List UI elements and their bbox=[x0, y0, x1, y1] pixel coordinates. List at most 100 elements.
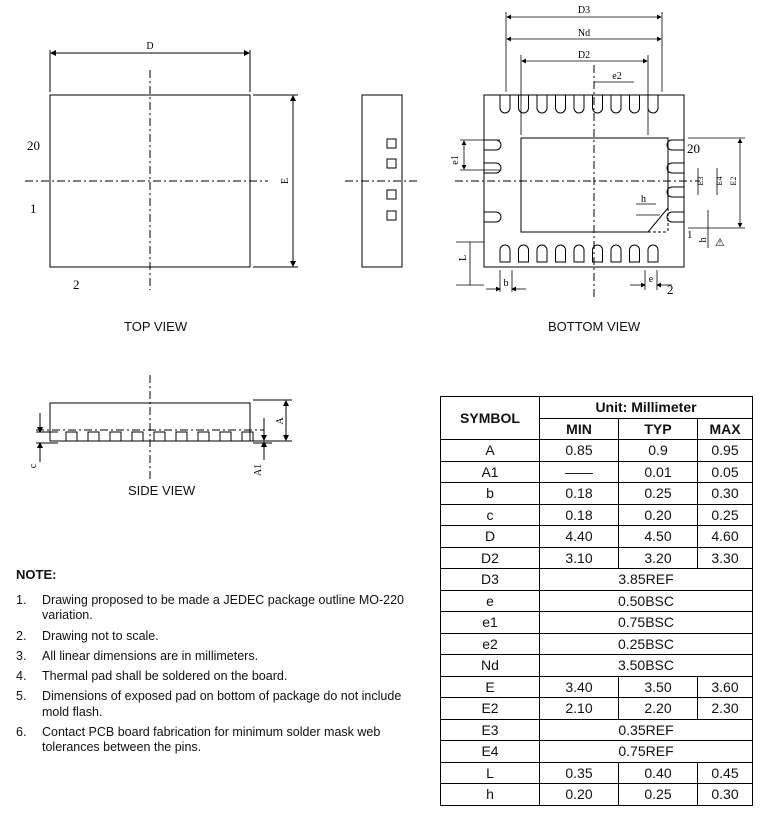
bottom-dim-e1: e1 bbox=[450, 155, 461, 164]
top-dim-e: E bbox=[280, 178, 291, 184]
pin-outline bbox=[592, 244, 603, 263]
symbol-cell: E bbox=[440, 675, 540, 698]
pin-outline bbox=[666, 211, 684, 223]
bottom-dim-e: e bbox=[649, 274, 654, 285]
symbol-cell: D bbox=[440, 525, 540, 548]
note-item: 5.Dimensions of exposed pad on bottom of… bbox=[16, 689, 402, 719]
pin-outline bbox=[666, 162, 684, 174]
span-value-cell: 0.25BSC bbox=[539, 632, 753, 655]
typ-value-cell: 3.50 bbox=[618, 675, 698, 698]
symbol-cell: E2 bbox=[440, 697, 540, 720]
min-value-cell: 0.85 bbox=[539, 439, 619, 462]
min-value-cell: 2.10 bbox=[539, 697, 619, 720]
bottom-dim-e2-big: E2 bbox=[729, 177, 738, 186]
min-header: MIN bbox=[539, 417, 619, 440]
side-dim-c: c bbox=[28, 463, 39, 468]
bottom-dim-h: h bbox=[641, 194, 646, 205]
pin-outline bbox=[518, 244, 529, 263]
side-pad bbox=[87, 431, 100, 442]
pin-outline bbox=[610, 244, 622, 263]
top-dim-d: D bbox=[146, 41, 153, 52]
symbol-cell: h bbox=[440, 783, 540, 806]
pin-outline bbox=[629, 95, 640, 114]
max-value-cell: 4.60 bbox=[697, 525, 753, 548]
pin-outline bbox=[610, 95, 622, 114]
note-item: 3.All linear dimensions are in millimete… bbox=[16, 648, 259, 663]
pin-outline bbox=[536, 95, 548, 114]
bottom-view-label: BOTTOM VIEW bbox=[548, 319, 641, 334]
top-pin-20: 20 bbox=[27, 138, 40, 153]
typ-value-cell: 0.9 bbox=[618, 439, 698, 462]
top-pin-1: 1 bbox=[30, 201, 37, 216]
max-value-cell: 0.30 bbox=[697, 482, 753, 505]
span-value-cell: 0.35REF bbox=[539, 718, 753, 741]
bottom-pin-20: 20 bbox=[687, 141, 700, 156]
pin-outline bbox=[536, 244, 548, 263]
span-value-cell: 3.50BSC bbox=[539, 654, 753, 677]
bottom-dim-e4: E4 bbox=[715, 177, 724, 186]
min-value-cell: 0.18 bbox=[539, 503, 619, 526]
side-view-label: SIDE VIEW bbox=[128, 483, 196, 498]
max-header: MAX bbox=[697, 417, 753, 440]
bottom-dim-d2: D2 bbox=[578, 50, 590, 61]
note-item: 1.Drawing proposed to be made a JEDEC pa… bbox=[16, 593, 405, 623]
max-value-cell: 0.25 bbox=[697, 503, 753, 526]
side-pad bbox=[131, 431, 144, 442]
bottom-view bbox=[455, 65, 700, 300]
pin-outline bbox=[484, 139, 502, 151]
side-view bbox=[36, 375, 292, 482]
symbol-cell: A bbox=[440, 439, 540, 462]
typ-value-cell: 4.50 bbox=[618, 525, 698, 548]
bottom-dim-nd: Nd bbox=[578, 28, 590, 39]
max-value-cell: 0.95 bbox=[697, 439, 753, 462]
side-pad bbox=[219, 431, 232, 442]
pin-outline bbox=[484, 162, 502, 174]
pin-outline bbox=[499, 244, 511, 263]
pin-outline bbox=[666, 139, 684, 151]
bottom-pin-1: 1 bbox=[687, 229, 693, 241]
symbol-cell: L bbox=[440, 761, 540, 784]
notes-title: NOTE: bbox=[16, 567, 57, 582]
top-pin-2: 2 bbox=[73, 277, 80, 292]
typ-header: TYP bbox=[618, 417, 698, 440]
pin-outline bbox=[555, 244, 566, 263]
note-item: 6.Contact PCB board fabrication for mini… bbox=[16, 724, 381, 754]
bottom-pin-2: 2 bbox=[667, 282, 674, 297]
pin-outline bbox=[647, 95, 659, 114]
pin-outline bbox=[573, 95, 585, 114]
typ-value-cell: 0.40 bbox=[618, 761, 698, 784]
warning-icon: ⚠ bbox=[715, 237, 725, 249]
bottom-dim-e2: e2 bbox=[612, 71, 621, 82]
min-value-cell: 4.40 bbox=[539, 525, 619, 548]
typ-value-cell: 0.25 bbox=[618, 783, 698, 806]
package-drawing: D E 20 1 2 bbox=[25, 5, 745, 482]
pin-outline bbox=[518, 95, 529, 114]
symbol-cell: A1 bbox=[440, 460, 540, 483]
side-pad bbox=[153, 431, 166, 442]
symbol-cell: E4 bbox=[440, 740, 540, 763]
bottom-dim-h2: h bbox=[698, 238, 709, 243]
span-value-cell: 0.50BSC bbox=[539, 589, 753, 612]
symbol-cell: D3 bbox=[440, 568, 540, 591]
symbol-cell: D2 bbox=[440, 546, 540, 569]
side-dim-a1: A1 bbox=[253, 464, 264, 476]
min-value-cell: 0.18 bbox=[539, 482, 619, 505]
min-value-cell: 0.35 bbox=[539, 761, 619, 784]
typ-value-cell: 0.20 bbox=[618, 503, 698, 526]
max-value-cell: 0.45 bbox=[697, 761, 753, 784]
symbol-cell: e2 bbox=[440, 632, 540, 655]
symbol-cell: e1 bbox=[440, 611, 540, 634]
